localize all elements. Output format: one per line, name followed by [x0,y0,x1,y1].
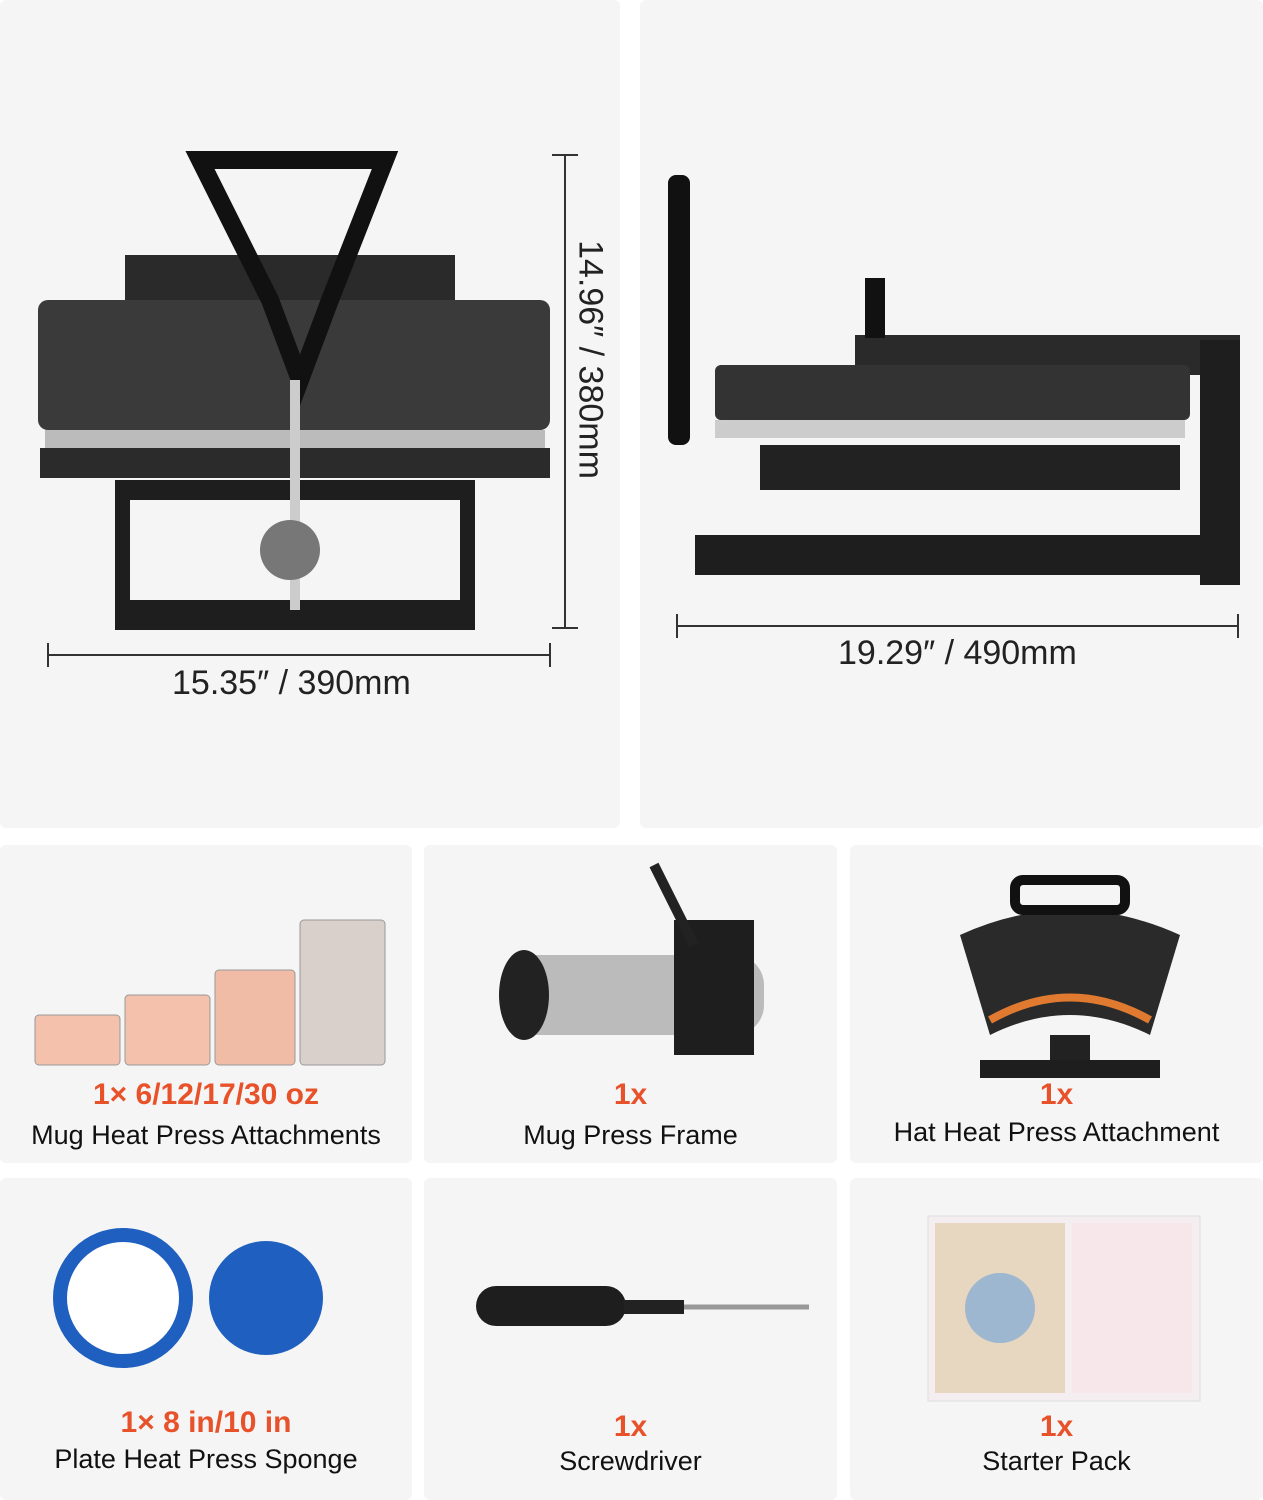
mug-attachments-image [34,919,386,1066]
starter-pack-image [927,1215,1201,1402]
item-name-label: Hat Heat Press Attachment [893,1117,1220,1147]
accessory-hat-press: 1x Hat Heat Press Attachment [850,845,1263,1163]
quantity-label: 1x [613,1078,648,1111]
length-dimension-line [676,614,1239,638]
plate-sponge-image [53,1228,323,1368]
item-name-label: Starter Pack [982,1446,1131,1476]
quantity-label: 1x [613,1410,648,1443]
width-dimension-label: 15.35″ / 390mm [172,664,411,702]
side-view-panel: 19.29″ / 490mm [640,0,1263,828]
accessory-mug-attachments: 1× 6/12/17/30 oz Mug Heat Press Attachme… [0,845,412,1163]
front-view-panel: 14.96″ / 380mm 15.35″ / 390mm [0,0,620,828]
item-name-label: Plate Heat Press Sponge [54,1444,358,1474]
heat-press-side-image [668,175,1240,585]
accessory-plate-sponge: 1× 8 in/10 in Plate Heat Press Sponge [0,1178,412,1500]
accessory-starter-pack: 1x Starter Pack [850,1178,1263,1500]
hat-press-image [960,875,1180,1078]
length-dimension-label: 19.29″ / 490mm [838,634,1077,672]
accessory-mug-press-frame: 1x Mug Press Frame [424,845,837,1163]
height-dimension-line [47,154,578,667]
item-name-label: Mug Press Frame [523,1120,738,1150]
height-dimension-label: 14.96″ / 380mm [571,240,610,479]
item-name-label: Screwdriver [559,1446,702,1476]
item-name-label: Mug Heat Press Attachments [31,1120,381,1150]
screwdriver-image [476,1286,809,1326]
accessory-screwdriver: 1x Screwdriver [424,1178,837,1500]
quantity-label: 1x [1039,1078,1074,1111]
quantity-label: 1× 6/12/17/30 oz [93,1078,319,1111]
heat-press-front-image [38,151,550,630]
mug-press-frame-image [499,862,764,1055]
quantity-label: 1× 8 in/10 in [120,1406,292,1439]
quantity-label: 1x [1039,1410,1074,1443]
